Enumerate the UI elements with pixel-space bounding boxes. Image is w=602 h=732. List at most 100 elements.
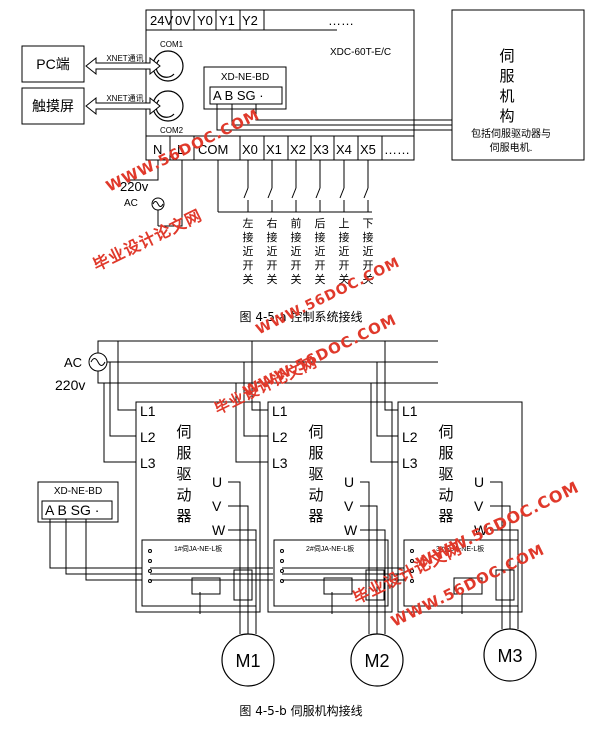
switch-label: 开 (291, 260, 302, 272)
ja-connector (323, 577, 353, 595)
bd-label: XD-NE-BD (221, 72, 269, 83)
ja-connector (191, 577, 221, 595)
driver-label: 器 (176, 508, 191, 525)
driver-label: 服 (308, 445, 323, 462)
motor-wire (228, 505, 249, 634)
com-port-label: COM1 (160, 40, 184, 49)
plc-bottom-terminal-label: X3 (313, 142, 329, 157)
driver-output-label: W (344, 522, 358, 538)
xnet-label: XNET通讯 (106, 93, 143, 103)
ac-wave (152, 201, 164, 207)
switch-label: 左 (243, 217, 254, 230)
servo-mechanism-label: 机 (499, 88, 514, 105)
plc-bottom-terminal-label: X4 (336, 142, 352, 157)
switch-contact (291, 187, 297, 199)
ja-pin (410, 579, 414, 583)
driver-power-wire (376, 362, 398, 437)
switch-label: 近 (243, 245, 254, 258)
driver-output-label: W (474, 522, 488, 538)
switch-label: 近 (291, 245, 302, 258)
bd-board (203, 66, 287, 110)
bus-l3 (97, 371, 438, 384)
plc-top-terminal-label: …… (328, 13, 354, 28)
switch-label: 开 (243, 260, 254, 272)
plc-bottom-terminal-row (145, 135, 415, 161)
driver-input-label: L2 (402, 429, 418, 445)
driver-input-label: L1 (272, 403, 288, 419)
switch-label: 近 (363, 245, 374, 258)
switch-label: 接 (339, 231, 350, 244)
driver-label: 伺 (176, 424, 191, 441)
switch-label: 接 (363, 231, 374, 244)
bd-wire-b (65, 519, 142, 575)
servo-desc-label: 包括伺服驱动器与 (471, 127, 551, 140)
ja-board-label: 3#伺JA-NE-L板 (436, 544, 484, 553)
ja-board (141, 539, 257, 607)
ja-pin (148, 559, 152, 563)
servo-mechanism-box (451, 9, 585, 161)
ja-board-label: 2#伺JA-NE-L板 (306, 544, 354, 553)
ja-pin (148, 549, 152, 553)
plc-bottom-terminal-label: L (177, 142, 184, 157)
switch-label: 接 (243, 231, 254, 244)
ja-pin (280, 569, 284, 573)
switch-label: 接 (315, 231, 326, 244)
power-label: 220v (55, 377, 85, 393)
switch-label: 关 (243, 272, 254, 286)
switch-label: 前 (291, 216, 302, 230)
driver-input-label: L3 (402, 455, 418, 471)
driver-label: 器 (438, 508, 453, 525)
switch-label: 开 (267, 260, 278, 272)
plc-top-terminal-label: 24V (150, 13, 173, 28)
driver-label: 器 (308, 508, 323, 525)
ja-terminal (233, 569, 253, 601)
driver-power-wire (109, 362, 136, 437)
bd-wire-sg (255, 104, 452, 121)
ac-wave (90, 358, 106, 366)
plc-top-terminal-label: Y0 (197, 13, 213, 28)
switch-contact (363, 187, 369, 199)
driver-output-label: V (344, 498, 354, 514)
driver-label: 驱 (308, 466, 323, 483)
switch-contact (315, 187, 321, 199)
switch-label: 接 (267, 231, 278, 244)
power-wire-l (170, 160, 183, 227)
power-wire-n (126, 160, 159, 181)
motor-label: M1 (235, 651, 260, 671)
motor-label: M2 (364, 651, 389, 671)
motor-wire (360, 505, 378, 634)
switch-label: 关 (315, 272, 326, 286)
bd-wire-b (231, 104, 452, 126)
switch-label: 开 (363, 260, 374, 272)
motor-wire (490, 505, 511, 629)
plc-bottom-terminal-label: N (153, 142, 162, 157)
plc-bottom-terminal-label: X0 (242, 142, 258, 157)
ja-pin (148, 569, 152, 573)
bd-wire-a (216, 104, 452, 131)
driver-input-label: L3 (140, 455, 156, 471)
ja-terminal (365, 569, 385, 601)
watermark: WWW.56DOC.COM (103, 105, 262, 195)
driver-input-label: L1 (402, 403, 418, 419)
plc-model-label: XDC-60T-E/C (330, 47, 391, 58)
motor-wire (228, 481, 241, 634)
driver-output-label: W (212, 522, 226, 538)
driver-output-label: U (474, 474, 484, 490)
bd-board (37, 481, 119, 523)
motor-wire (360, 529, 386, 634)
bd-pin-label: A B SG · (45, 502, 99, 518)
motor-wire (490, 481, 503, 629)
ja-pin (280, 559, 284, 563)
touchscreen-box (21, 87, 85, 125)
plc-bottom-terminal-label: COM (198, 142, 228, 157)
pc-box (21, 45, 85, 83)
ja-board-label: 1#伺JA-NE-L板 (174, 544, 222, 553)
power-label: 220v (120, 179, 149, 194)
switch-label: 开 (315, 260, 326, 272)
plc-box (145, 9, 415, 137)
bd-pin-box (41, 500, 113, 520)
driver-label: 动 (176, 487, 191, 504)
plc-top-terminal-label: Y2 (242, 13, 258, 28)
com-port-label: COM2 (160, 126, 184, 135)
switch-contact (267, 187, 273, 199)
